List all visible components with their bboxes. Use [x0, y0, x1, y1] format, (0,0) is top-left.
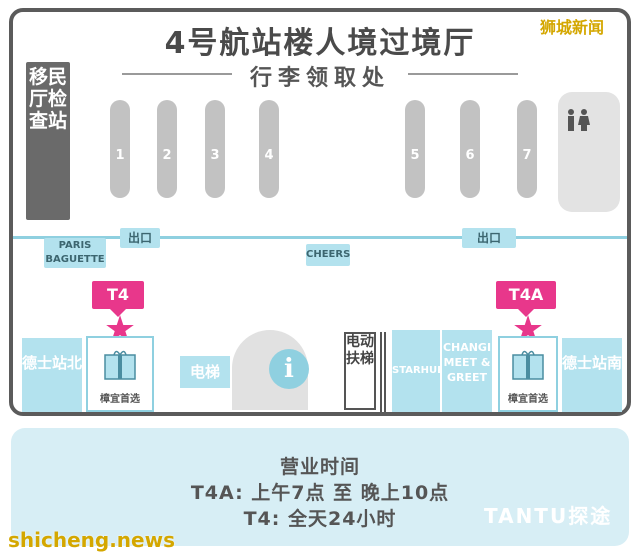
exit-right: 出口: [462, 228, 516, 248]
belt-7-label: 7: [522, 148, 532, 163]
subtitle-line-left: [122, 73, 232, 75]
belt-5-label: 5: [410, 148, 420, 163]
info-icon: i: [269, 349, 309, 389]
belt-6: [460, 100, 480, 198]
hours-t4a: T4A: 上午7点 至 晚上10点: [190, 482, 450, 504]
site-watermark-top: 狮城新闻: [540, 18, 605, 37]
map-title: 4号航站楼人境过境厅: [164, 26, 476, 61]
belt-3-label: 3: [210, 148, 220, 163]
belt-2-label: 2: [162, 148, 172, 163]
exit-left: 出口: [120, 228, 160, 248]
immigration-block: [26, 62, 70, 220]
subtitle-line-right: [408, 73, 518, 75]
belt-4: [259, 100, 279, 198]
gift-box-t4-icon: [102, 346, 138, 382]
belt-1-label: 1: [115, 148, 125, 163]
belt-2: [157, 100, 177, 198]
escalator-rail: [380, 332, 386, 412]
hours-heading: 营业时间: [279, 456, 360, 478]
escalator-label: 电动扶梯: [346, 334, 374, 367]
duty-free-t4-label: 樟宜首选: [100, 394, 140, 405]
opening-hours-panel: [11, 428, 629, 546]
belt-5: [405, 100, 425, 198]
paris-baguette-shop: PARIS BAGUETTE: [44, 238, 106, 268]
changi-meet-greet: CHANGI MEET & GREET: [442, 330, 492, 412]
gift-box-t4a-icon: [510, 346, 546, 382]
belt-3: [205, 100, 225, 198]
taxi-stand-south: 德士站南: [562, 338, 622, 412]
arrival-corridor: [13, 236, 627, 239]
brand-watermark: TANTU探途: [484, 504, 613, 528]
restroom-icon: [558, 108, 598, 137]
taxi-stand-north: 德士站北: [22, 338, 82, 412]
elevator-label: 电梯: [180, 356, 230, 388]
t4-tag: T4: [92, 281, 144, 317]
belt-6-label: 6: [465, 148, 475, 163]
map-subtitle: 行李领取处: [249, 66, 390, 91]
belt-1: [110, 100, 130, 198]
belt-4-label: 4: [264, 148, 274, 163]
hours-t4: T4: 全天24小时: [243, 508, 397, 530]
site-watermark-bottom: shicheng.news: [8, 528, 175, 552]
starhub-shop: STARHUB: [392, 330, 445, 412]
duty-free-t4a-label: 樟宜首选: [508, 394, 548, 405]
cheers-shop: CHEERS: [306, 244, 350, 266]
immigration-label: 移民厅检查站: [28, 66, 67, 132]
belt-7: [517, 100, 537, 198]
escalator-block: [344, 332, 376, 410]
t4a-tag: T4A: [496, 281, 556, 317]
